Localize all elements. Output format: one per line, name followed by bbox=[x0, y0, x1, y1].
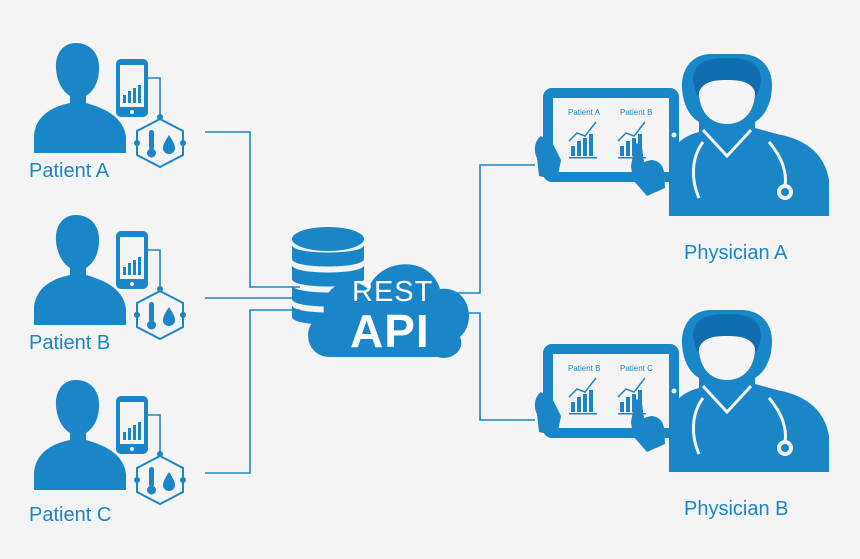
tablet-a-label-1: Patient A bbox=[568, 108, 601, 117]
patient-a-label: Patient A bbox=[29, 160, 110, 182]
tablet-b-label-1: Patient B bbox=[568, 364, 601, 373]
patient-b-label: Patient B bbox=[29, 332, 111, 354]
patient-a-group bbox=[33, 42, 187, 168]
physician-b-group bbox=[533, 308, 831, 474]
physician-a-label: Physician A bbox=[684, 242, 788, 264]
patient-c-group bbox=[33, 379, 187, 505]
api-line1: REST bbox=[352, 276, 434, 308]
api-line2: API bbox=[350, 305, 430, 357]
tablet-a-label-2: Patient B bbox=[620, 108, 653, 117]
patient-b-group bbox=[33, 214, 187, 340]
tablet-b-label-2: Patient C bbox=[620, 364, 653, 373]
physician-b-label: Physician B bbox=[684, 498, 789, 520]
physician-a-group bbox=[533, 52, 831, 218]
patient-c-label: Patient C bbox=[29, 504, 112, 526]
